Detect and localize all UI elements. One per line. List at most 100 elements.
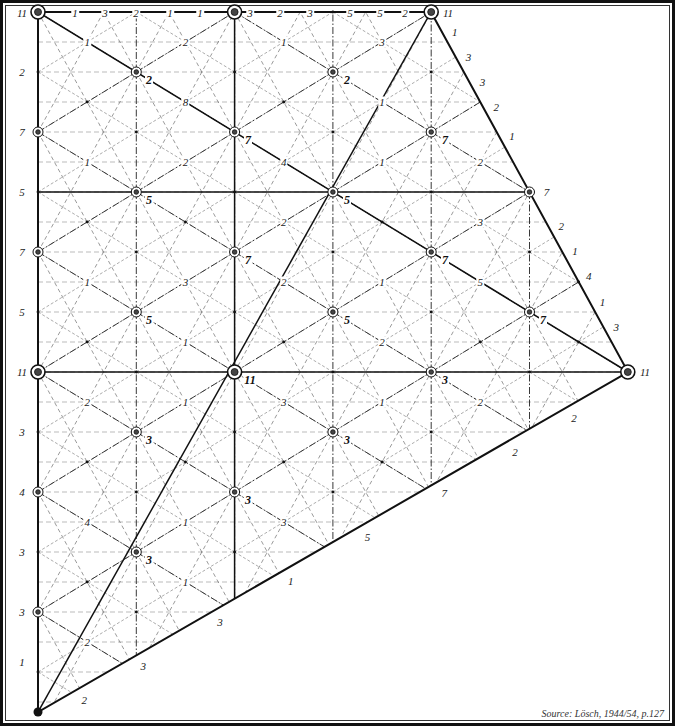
star-line	[235, 312, 333, 492]
mesh-line	[185, 162, 234, 192]
town-dot	[135, 371, 138, 374]
lattice-line	[431, 612, 432, 726]
lattice-line	[431, 192, 529, 252]
star-line	[333, 312, 431, 492]
mesh-line	[579, 132, 628, 162]
lattice-line	[235, 372, 333, 432]
market-number: 2	[182, 157, 190, 168]
star-line	[431, 312, 529, 492]
town-dot	[37, 251, 40, 254]
market-number: 3	[280, 517, 288, 528]
mesh-line	[628, 612, 675, 642]
lattice-line	[529, 72, 530, 192]
star-line	[431, 72, 529, 252]
centre-core	[331, 310, 336, 315]
lattice-line	[431, 492, 432, 612]
edge-number: 7	[18, 247, 26, 258]
mesh-line	[284, 102, 333, 132]
mesh-line	[87, 102, 136, 132]
mesh-line	[382, 702, 431, 726]
lattice-line	[333, 12, 431, 72]
center-number: 7	[539, 314, 547, 326]
star-line	[628, 0, 675, 132]
market-number: 4	[280, 157, 288, 168]
star-line	[38, 252, 136, 432]
star-line	[0, 672, 38, 726]
mesh-line	[480, 42, 529, 72]
mesh-line	[530, 132, 579, 162]
star-line	[38, 312, 136, 492]
star-line	[333, 192, 431, 372]
town-dot	[577, 281, 580, 284]
centre-circle	[426, 127, 436, 137]
lattice-line	[333, 372, 431, 432]
lattice-line	[332, 672, 333, 726]
lattice-line	[0, 432, 38, 492]
lattice-line	[235, 672, 333, 726]
centre-core	[232, 490, 237, 495]
star-line	[530, 432, 628, 612]
centre-core	[429, 130, 434, 135]
mesh-line	[530, 582, 579, 612]
lattice-line	[333, 612, 431, 672]
star-line	[38, 132, 136, 312]
town-dot	[135, 431, 138, 434]
mesh-line	[284, 222, 333, 252]
centre-core	[35, 369, 42, 376]
star-line	[136, 72, 234, 252]
star-line	[431, 192, 529, 372]
mesh-line	[284, 672, 333, 702]
town-dot	[135, 311, 138, 314]
lattice-line	[627, 372, 628, 492]
town-dot	[86, 101, 89, 104]
mesh-line	[382, 522, 431, 552]
mesh-line	[136, 0, 185, 12]
lattice-line	[530, 0, 628, 12]
lattice-line	[0, 132, 38, 192]
centre-circle	[31, 365, 45, 379]
mesh-line	[530, 162, 579, 192]
row-line	[30, 492, 640, 493]
lattice-line	[530, 612, 628, 672]
star-line	[0, 132, 38, 312]
row-line	[30, 522, 640, 523]
mesh-line	[530, 102, 579, 132]
star-line	[235, 12, 333, 192]
mesh-line	[628, 372, 675, 402]
market-number: 2	[83, 637, 91, 648]
mesh-line	[284, 372, 333, 402]
center-number: 3	[145, 554, 153, 566]
market-number: 1	[378, 157, 386, 168]
mesh-line	[480, 642, 529, 672]
lattice-line	[530, 192, 628, 252]
lattice-line	[627, 132, 628, 252]
star-line	[38, 72, 136, 252]
center-number: 7	[441, 254, 449, 266]
mesh-line	[87, 0, 136, 12]
lattice-line	[627, 0, 628, 12]
mesh-line	[530, 432, 579, 462]
town-dot	[430, 131, 433, 134]
star-line	[431, 0, 529, 72]
row-line	[30, 402, 640, 403]
lattice-line	[136, 132, 234, 192]
mesh-line	[579, 522, 628, 552]
main-line	[38, 12, 628, 372]
mesh-line	[185, 672, 234, 702]
mesh-line	[579, 162, 628, 192]
town-dot	[37, 191, 40, 194]
edge-number: 5	[18, 187, 26, 198]
lattice-line	[333, 672, 431, 726]
star-line	[431, 552, 529, 726]
star-line	[431, 432, 529, 612]
mesh-line	[235, 702, 284, 726]
center-number: 11	[243, 374, 256, 386]
lattice-line	[136, 192, 137, 312]
mesh-line	[382, 492, 431, 522]
lattice-line	[628, 432, 675, 492]
lattice-line	[628, 0, 675, 12]
centre-core	[232, 250, 237, 255]
lattice-line	[0, 612, 38, 672]
town-dot	[430, 371, 433, 374]
star-line	[0, 192, 38, 372]
